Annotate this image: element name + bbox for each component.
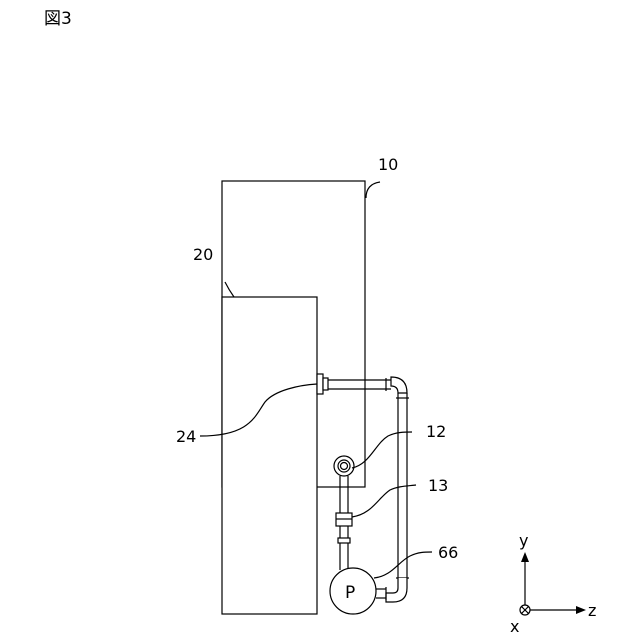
label-13: 13 bbox=[428, 476, 448, 495]
axis-label-x: x bbox=[510, 617, 519, 636]
component-20-box bbox=[222, 297, 317, 614]
suction-pipe bbox=[336, 476, 352, 570]
lower-elbow-pipe bbox=[376, 578, 407, 602]
z-axis-arrowhead bbox=[576, 606, 586, 614]
leader-12 bbox=[352, 432, 412, 468]
label-10: 10 bbox=[378, 155, 398, 174]
upper-pipe bbox=[328, 377, 409, 398]
label-24: 24 bbox=[176, 427, 196, 446]
axis-label-y: y bbox=[519, 531, 528, 550]
label-66: 66 bbox=[438, 543, 458, 562]
leader-10 bbox=[366, 182, 380, 198]
pump-symbol: P bbox=[345, 583, 355, 603]
port-24 bbox=[317, 374, 328, 394]
fitting-12 bbox=[334, 456, 354, 476]
label-12: 12 bbox=[426, 422, 446, 441]
axis-label-z: z bbox=[588, 601, 596, 620]
label-20: 20 bbox=[193, 245, 213, 264]
coordinate-axes bbox=[520, 560, 578, 615]
leader-66 bbox=[374, 552, 432, 578]
leader-20 bbox=[225, 282, 234, 297]
y-axis-arrowhead bbox=[521, 552, 529, 562]
